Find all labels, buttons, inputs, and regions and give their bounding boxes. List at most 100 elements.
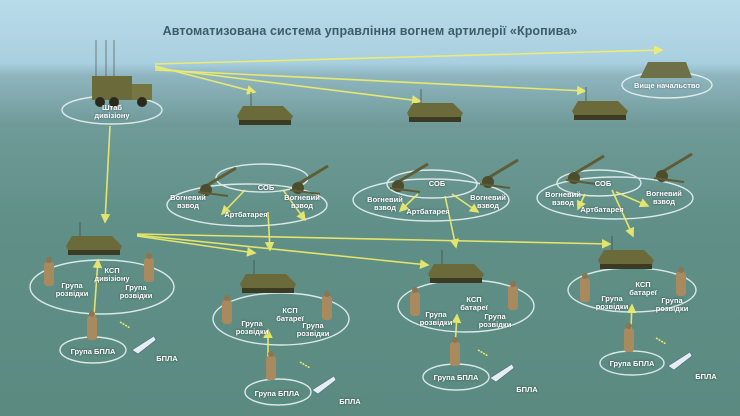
soldier-icon: [580, 273, 590, 302]
soldier-body: [580, 278, 590, 302]
uav-body: [311, 375, 337, 395]
soldier-head: [678, 267, 684, 273]
soldier-icon: [624, 323, 634, 352]
uav-signal: [477, 349, 489, 357]
uav-group-label: Група БПЛА: [433, 373, 479, 382]
battery-label: Артбатарея: [224, 210, 268, 219]
soldier-body: [144, 258, 154, 282]
sob-label: СОБ: [428, 179, 446, 188]
soldier-head: [582, 273, 588, 279]
gun-barrel: [205, 166, 237, 188]
uav-signal: [655, 337, 667, 345]
gun-trail: [197, 191, 229, 197]
howitzer-icon: [289, 164, 329, 195]
higher-command-tent-icon: [640, 62, 692, 78]
soldier-body: [266, 356, 276, 380]
soldier-head: [268, 351, 274, 357]
uav-group-label: Група БПЛА: [609, 359, 655, 368]
soldier-icon: [222, 295, 232, 324]
soldier-head: [224, 295, 230, 301]
soldier-icon: [87, 311, 97, 340]
vehicle-track: [600, 264, 652, 269]
arrow: [154, 69, 587, 96]
soldier-head: [412, 287, 418, 293]
arrow: [154, 67, 422, 105]
arrow: [220, 189, 246, 216]
higher-command-label: Вище начальство: [634, 81, 700, 90]
ksp-vehicle: [598, 236, 654, 269]
recon-group-label: Група розвідки: [655, 296, 689, 313]
ksp-vehicle: [240, 260, 296, 293]
vehicle-body: [66, 236, 122, 254]
vehicle-track: [68, 250, 120, 255]
vehicle-body: [598, 250, 654, 268]
ksp-vehicle: [428, 250, 484, 283]
ksp-vehicle: [66, 222, 122, 255]
uav-icon: [119, 321, 157, 355]
ksp-division-label: КСП дивізіону: [94, 266, 130, 283]
vehicle-track: [242, 288, 294, 293]
gun-trail: [565, 179, 597, 185]
arrow: [136, 235, 257, 257]
vehicle-track: [239, 120, 291, 125]
soldier-icon: [44, 257, 54, 286]
gun-barrel: [661, 152, 693, 174]
arrow: [154, 45, 664, 65]
gun-trail: [653, 177, 685, 183]
sob-vehicle: [407, 89, 463, 122]
gun-barrel: [297, 164, 329, 186]
soldier-head: [324, 291, 330, 297]
soldier-body: [410, 292, 420, 316]
fire-platoon-label: Вогневий взвод: [470, 193, 506, 210]
battery-label: Артбатарея: [580, 205, 624, 214]
vehicle-track: [574, 115, 626, 120]
vehicle-body: [572, 101, 628, 119]
uav-icon: [299, 361, 337, 395]
sob-vehicle: [572, 87, 628, 120]
uav-label: БПЛА: [339, 397, 361, 406]
arrow: [136, 233, 612, 249]
arrow: [444, 195, 460, 249]
uav-signal: [119, 321, 131, 329]
soldier-body: [624, 328, 634, 352]
truck-cab: [132, 84, 152, 100]
sob-vehicle: [237, 92, 293, 125]
soldier-body: [450, 342, 460, 366]
soldier-icon: [410, 287, 420, 316]
arrow: [577, 193, 586, 211]
uav-label: БПЛА: [156, 354, 178, 363]
sob-ellipse: [386, 169, 478, 199]
sob-label: СОБ: [594, 179, 612, 188]
uav-body: [489, 363, 515, 383]
battery-ellipse: [166, 183, 328, 227]
soldier-head: [510, 281, 516, 287]
uav-icon: [655, 337, 693, 371]
truck-wheel: [109, 97, 119, 107]
battery-ellipse: [352, 178, 510, 222]
soldier-icon: [676, 267, 686, 296]
recon-group-label: Група розвідки: [419, 310, 453, 327]
soldier-head: [146, 253, 152, 259]
howitzer-icon: [653, 152, 693, 183]
gun-trail: [479, 183, 511, 189]
soldier-head: [89, 311, 95, 317]
soldier-head: [452, 337, 458, 343]
vehicle-track: [430, 278, 482, 283]
fire-platoon-label: Вогневий взвод: [367, 195, 403, 212]
recon-group-label: Група розвідки: [478, 312, 512, 329]
arrow: [282, 189, 306, 222]
soldier-body: [676, 272, 686, 296]
gun-trail: [389, 187, 421, 193]
howitzer-icon: [197, 166, 237, 197]
sob-label: СОБ: [257, 183, 275, 192]
fire-platoon-label: Вогневий взвод: [170, 193, 206, 210]
arrow: [615, 191, 650, 208]
howitzer-icon: [389, 162, 429, 193]
soldier-icon: [450, 337, 460, 366]
soldier-icon: [508, 281, 518, 310]
ksp-battery-label: КСП батареї: [629, 280, 657, 297]
arrow: [611, 189, 635, 238]
vehicle-body: [428, 264, 484, 282]
gun-barrel: [487, 158, 519, 180]
truck-wheel: [95, 97, 105, 107]
